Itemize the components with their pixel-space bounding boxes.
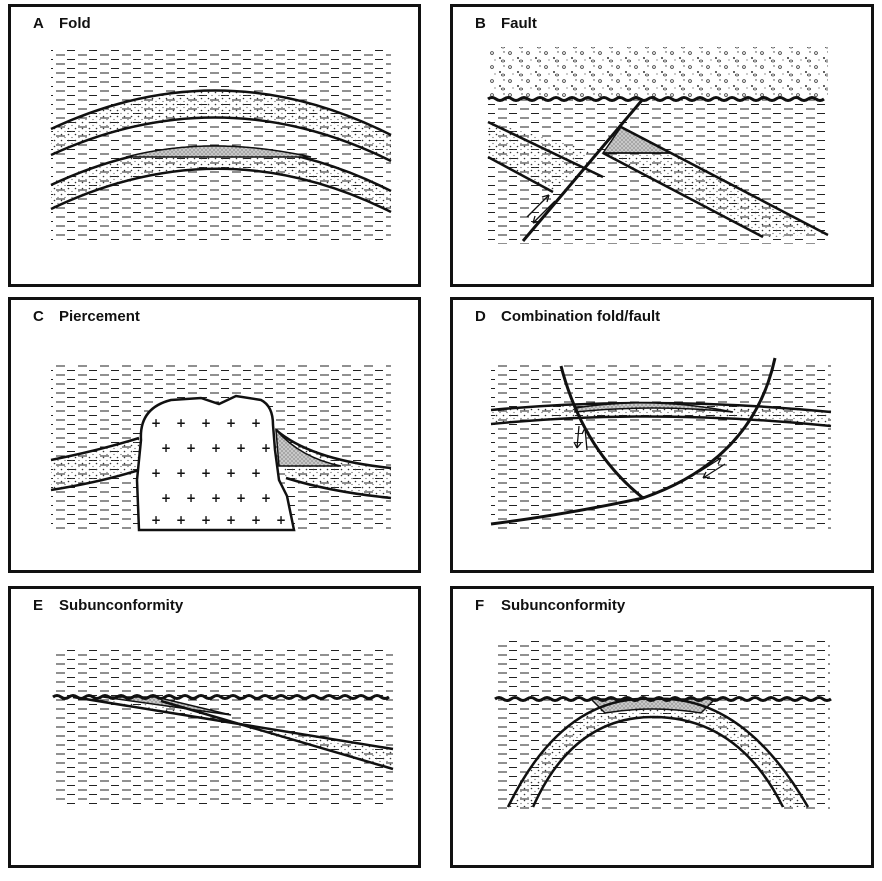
- svg-text:+: +: [226, 416, 236, 430]
- panel-title: C Piercement: [33, 308, 140, 325]
- piercement-diagram: +++++ +++++ +++++ +++++ ++++++: [50, 362, 392, 532]
- panel-label: Subunconformity: [501, 597, 626, 614]
- svg-text:+: +: [211, 441, 221, 455]
- panel-letter: F: [475, 597, 485, 614]
- panel-title: A Fold: [33, 15, 91, 32]
- panel-fault: B Fault: [450, 4, 874, 287]
- svg-text:+: +: [236, 441, 246, 455]
- combination-diagram: [490, 357, 832, 530]
- trap-fill: [125, 145, 312, 158]
- panel-title: F Subunconformity: [475, 597, 625, 614]
- panel-letter: D: [475, 308, 486, 325]
- fault-diagram: [487, 47, 829, 244]
- svg-text:+: +: [201, 416, 211, 430]
- svg-text:+: +: [176, 466, 186, 480]
- panel-title: B Fault: [475, 15, 537, 32]
- panel-label: Subunconformity: [59, 597, 184, 614]
- panel-label: Fault: [501, 15, 537, 32]
- svg-text:+: +: [176, 416, 186, 430]
- svg-text:+: +: [201, 513, 211, 527]
- panel-title: D Combination fold/fault: [475, 308, 660, 325]
- svg-text:+: +: [176, 513, 186, 527]
- panel-letter: A: [33, 15, 44, 32]
- svg-text:+: +: [236, 491, 246, 505]
- panel-letter: C: [33, 308, 44, 325]
- panel-label: Fold: [59, 15, 91, 32]
- fault-line: [559, 365, 644, 500]
- svg-text:+: +: [201, 466, 211, 480]
- panel-label: Combination fold/fault: [501, 308, 661, 325]
- svg-text:+: +: [251, 416, 261, 430]
- subunconformity-f-diagram: [494, 639, 832, 809]
- svg-text:+: +: [151, 466, 161, 480]
- panel-subunconformity-f: F Subunconformity: [450, 586, 874, 868]
- panel-letter: E: [33, 597, 44, 614]
- svg-text:+: +: [211, 491, 221, 505]
- fold-diagram: [50, 47, 392, 242]
- svg-text:+: +: [151, 513, 161, 527]
- trap-fill: [275, 427, 342, 467]
- fault-line: [521, 98, 645, 242]
- svg-text:+: +: [251, 513, 261, 527]
- svg-text:+: +: [186, 491, 196, 505]
- svg-text:+: +: [261, 491, 271, 505]
- subunconformity-e-diagram: [52, 647, 394, 807]
- panel-label: Piercement: [59, 308, 140, 325]
- panel-fold: A Fold: [8, 4, 421, 287]
- svg-text:+: +: [261, 441, 271, 455]
- panel-combination: D Combination fold/fault: [450, 297, 874, 573]
- svg-text:+: +: [226, 466, 236, 480]
- svg-text:+: +: [161, 441, 171, 455]
- panel-title: E Subunconformity: [33, 597, 183, 614]
- svg-text:+: +: [251, 466, 261, 480]
- svg-text:+: +: [276, 513, 286, 527]
- trap-fill: [574, 402, 734, 413]
- salt-dome: [135, 394, 296, 532]
- panel-letter: B: [475, 15, 486, 32]
- svg-text:+: +: [161, 491, 171, 505]
- panel-subunconformity-e: E Subunconformity: [8, 586, 421, 868]
- svg-text:+: +: [151, 416, 161, 430]
- fault-line: [490, 357, 777, 526]
- svg-text:+: +: [186, 441, 196, 455]
- svg-text:+: +: [226, 513, 236, 527]
- trap-fill: [589, 698, 717, 714]
